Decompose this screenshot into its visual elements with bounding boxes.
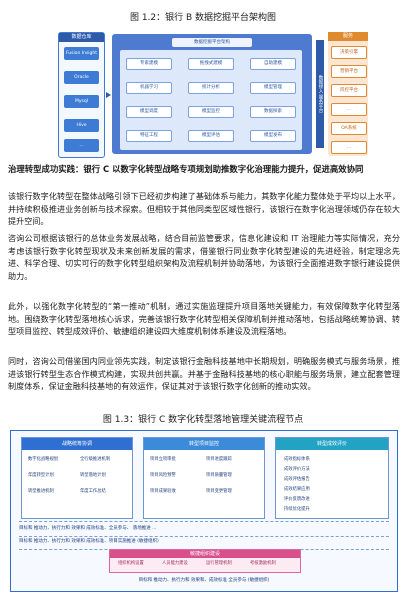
agile-org-item: 运行管理机制	[206, 561, 232, 566]
data-warehouse-header: 数据仓库	[59, 33, 104, 42]
mining-platform-panel: 数据挖掘平台架构 专家建模 拖拽式建模 自助建模 机器学习 统计分析 模型管理 …	[112, 34, 312, 154]
paragraph: 此外，以强化数字化转型的“第一推动”机制，通过实施监理提升项目落地关键能力，有效…	[8, 301, 400, 337]
project-item: 项目成果验收	[150, 489, 176, 494]
service-box: ...	[331, 103, 367, 116]
module-box: 统计分析	[188, 82, 234, 94]
agile-org-box: 敏捷组织建设 组织机构设置 人员能力建设 运行管理机制 考核激励机制	[109, 549, 301, 573]
service-box: ...	[331, 141, 367, 154]
architecture-diagram: 数据仓库 Fusion Insight Oracle MysqI Hive ..…	[58, 30, 368, 158]
project-item: 项目进度跟踪	[206, 457, 232, 462]
evaluation-item: 评价反馈改进	[284, 497, 310, 502]
module-box: 数据探索	[250, 106, 296, 118]
module-box: 机器学习	[126, 82, 172, 94]
flow-row-bottom: 目标和 推动力、执行力和 效果和、成效标准 全员参与 (敏捷组织)	[138, 578, 270, 583]
strategy-item: 年度工作总结	[80, 489, 106, 494]
strategy-title: 战略统筹协调	[22, 438, 132, 450]
strategy-item: 转型落地计划	[80, 473, 106, 478]
paragraph: 同时，咨询公司借鉴国内同业领先实践，制定该银行金融科技基地中长期规划，明确服务模…	[8, 356, 400, 392]
project-item: 项目变更管理	[206, 489, 232, 494]
project-title: 转型项目监控	[144, 438, 264, 450]
section-heading: 治理转型成功实践：银行 C 以数字化转型战略专项规划助推数字化治理能力提升，促进…	[8, 164, 364, 174]
evaluation-title: 转型成效评价	[276, 438, 388, 450]
agile-org-item: 组织机构设置	[118, 561, 144, 566]
agile-org-item: 考核激励机制	[250, 561, 276, 566]
arrow-icon	[106, 92, 111, 98]
mining-platform-header: 数据挖掘平台架构	[172, 38, 252, 47]
module-grid: 专家建模 拖拽式建模 自助建模 机器学习 统计分析 模型管理 模型调度 模型监控…	[120, 50, 302, 150]
paragraph: 该银行数字化转型在整体战略引领下已经初步构建了基础体系与能力，其数字化能力整体处…	[8, 191, 400, 227]
module-box: 拖拽式建模	[188, 58, 234, 70]
agile-org-item: 人员能力建设	[162, 561, 188, 566]
evaluation-item: 成效指标体系	[284, 457, 310, 462]
evaluation-item: 持续优化提升	[284, 507, 310, 512]
service-box: 风控平台	[331, 84, 367, 97]
module-box: 模型监控	[188, 106, 234, 118]
service-box: 决策引擎	[331, 46, 367, 59]
service-box: OA系统	[331, 122, 367, 135]
strategy-item: 数字化战略规划	[28, 457, 59, 462]
evaluation-item: 成效评估报告	[284, 477, 310, 482]
project-item: 项目立项审批	[150, 457, 176, 462]
strategy-item: 转型推进机制	[28, 489, 54, 494]
flow-row: 目标和 推动力、执行力和 效果和 成效标准、项目实施推进 (敏捷组织)	[19, 535, 389, 550]
module-box: 特征工程	[126, 130, 172, 142]
service-bus-bar: 数据接入 服务平台	[316, 40, 324, 148]
figure-2-caption: 图 1.3：银行 C 数字化转型落地管理关键流程节点	[102, 415, 304, 425]
data-warehouse-panel: 数据仓库 Fusion Insight Oracle MysqI Hive ..…	[58, 32, 105, 158]
strategy-item: 全行级推进机制	[80, 457, 111, 462]
source-box: MysqI	[64, 95, 99, 108]
source-box: Fusion Insight	[64, 47, 99, 60]
source-box: ...	[64, 139, 99, 152]
paragraph: 咨询公司根据该银行的总体业务发展战略，结合目前监管要求，信息化建设和 IT 治理…	[8, 233, 400, 281]
project-item: 项目风险预警	[150, 473, 176, 478]
module-box: 专家建模	[126, 58, 172, 70]
agile-org-title: 敏捷组织建设	[110, 550, 300, 558]
module-box: 模型评估	[188, 130, 234, 142]
process-flow-diagram: 战略统筹协调 数字化战略规划 全行级推进机制 年度转型计划 转型落地计划 转型推…	[10, 430, 398, 592]
service-header: 服务	[328, 32, 368, 41]
evaluation-item: 成效结果应用	[284, 487, 310, 492]
flow-row: 目标和 推动力、执行力和 效果和 成效标准、全员参与、 落地推进 ...	[19, 521, 389, 537]
source-box: Hive	[64, 119, 99, 132]
evaluation-item: 成效评价方法	[284, 467, 310, 472]
strategy-column: 战略统筹协调 数字化战略规划 全行级推进机制 年度转型计划 转型落地计划 转型推…	[21, 437, 133, 519]
service-panel: 服务 决策引擎 营销平台 风控平台 ... OA系统 ...	[328, 32, 368, 156]
project-column: 转型项目监控 项目立项审批 项目进度跟踪 项目风险预警 项目质量管理 项目成果验…	[143, 437, 265, 519]
module-box: 模型发布	[250, 130, 296, 142]
strategy-item: 年度转型计划	[28, 473, 54, 478]
project-item: 项目质量管理	[206, 473, 232, 478]
source-box: Oracle	[64, 71, 99, 84]
service-box: 营销平台	[331, 65, 367, 78]
module-box: 自助建模	[250, 58, 296, 70]
module-box: 模型调度	[126, 106, 172, 118]
figure-1-caption: 图 1.2：银行 B 数据挖掘平台架构图	[129, 13, 277, 23]
evaluation-column: 转型成效评价 成效指标体系 成效评价方法 成效评估报告 成效结果应用 评价反馈改…	[275, 437, 389, 519]
module-box: 模型管理	[250, 82, 296, 94]
